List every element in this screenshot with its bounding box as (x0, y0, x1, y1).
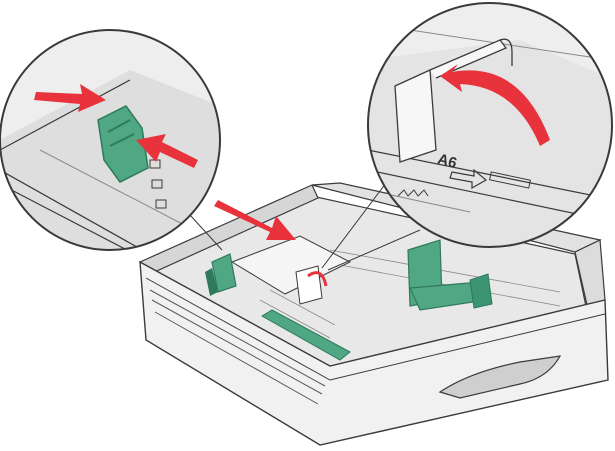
arrow-icon (136, 134, 198, 168)
rear-guide[interactable] (295, 265, 328, 305)
paper-size-label: A6 (436, 151, 459, 173)
arrow-icon (34, 84, 106, 112)
paper-size-arrow-icon (449, 168, 488, 190)
width-guide[interactable] (407, 239, 493, 311)
callout-left (0, 29, 221, 251)
tray-handle[interactable] (438, 355, 562, 399)
width-guide-closeup (394, 38, 513, 163)
arrow-icon (214, 200, 296, 240)
length-guide-closeup (97, 105, 149, 183)
length-guide[interactable] (205, 253, 237, 296)
curved-arrow-icon (307, 271, 328, 287)
curved-arrow-icon (440, 64, 550, 146)
tray-rail (149, 289, 326, 405)
callout-right: A6 (367, 2, 613, 248)
tray-front-face (139, 260, 609, 446)
